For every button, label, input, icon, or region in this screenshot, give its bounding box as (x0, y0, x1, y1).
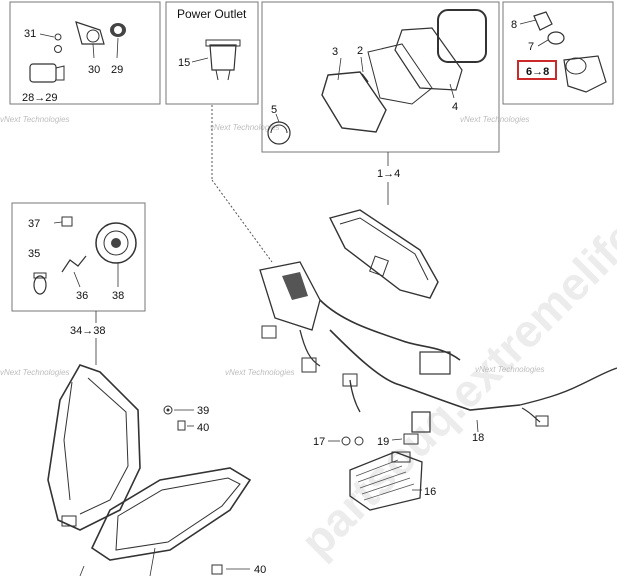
label-7: 7 (528, 41, 534, 53)
label-8: 8 (511, 19, 517, 31)
box-top-right: 8 7 6→8 (502, 1, 614, 105)
regulator-parts: 17 19 16 (313, 433, 436, 511)
grommet-parts: 39 40 (163, 405, 209, 434)
label-40-b: 40 (254, 564, 266, 576)
label-17: 17 (313, 436, 325, 448)
watermark-small-1: vNext Technologies (0, 115, 70, 124)
label-34-38: 34→38 (70, 325, 105, 337)
label-18: 18 (472, 432, 484, 444)
label-28-29: 28→29 (22, 92, 57, 104)
watermark-small-4: vNext Technologies (0, 368, 70, 377)
box-cluster: 3 2 5 4 (261, 1, 500, 153)
power-outlet-title: Power Outlet (177, 7, 247, 21)
label-39: 39 (197, 405, 209, 417)
label-37: 37 (28, 218, 40, 230)
watermark-small-2: vNext Technologies (210, 123, 280, 132)
label-16: 16 (424, 486, 436, 498)
label-1-4: 1→4 (377, 168, 400, 180)
watermark-small-5: vNext Technologies (225, 368, 295, 377)
label-4: 4 (452, 101, 458, 113)
label-6-8: 6→8 (526, 66, 549, 78)
label-36: 36 (76, 290, 88, 302)
main-assembly: 18 (259, 209, 617, 444)
label-38: 38 (112, 290, 124, 302)
headlamp-bezel (79, 467, 252, 576)
watermark: partsouq.extremelife.ru (290, 169, 617, 567)
box-top-left: 31 30 29 28→29 (9, 1, 161, 105)
watermark-small-6: vNext Technologies (475, 365, 545, 374)
label-15: 15 (178, 57, 190, 69)
label-29: 29 (111, 64, 123, 76)
box-power-outlet: Power Outlet 15 (165, 1, 259, 105)
label-19: 19 (377, 436, 389, 448)
watermark-text: partsouq.extremelife.ru (290, 169, 617, 567)
label-5: 5 (271, 104, 277, 116)
label-40-a: 40 (197, 422, 209, 434)
box-headlamp-bulb: 37 35 36 38 (11, 202, 146, 312)
label-3: 3 (332, 46, 338, 58)
label-2: 2 (357, 45, 363, 57)
headlamp-housing (47, 364, 141, 531)
highlight-6-8 (517, 60, 557, 80)
label-31: 31 (24, 28, 36, 40)
label-35: 35 (28, 248, 40, 260)
label-30: 30 (88, 64, 100, 76)
watermark-small-3: vNext Technologies (460, 115, 530, 124)
